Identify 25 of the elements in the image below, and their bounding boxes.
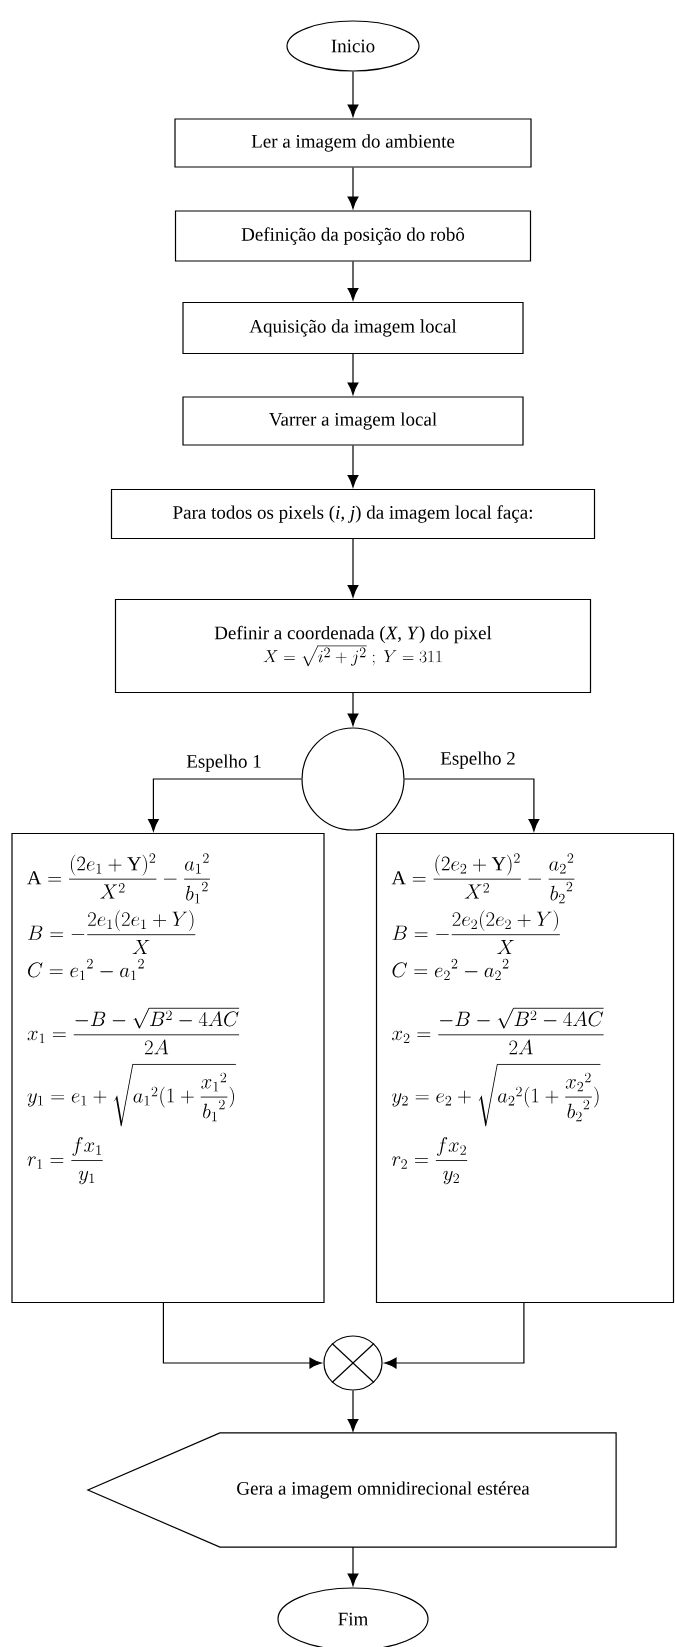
process-box: Aquisição da imagem local [182,301,524,355]
arrow [404,778,540,832]
arrow [347,692,359,726]
arrow [347,1546,359,1586]
arrow [347,261,359,301]
arrow [162,1302,322,1369]
arrow [347,353,359,395]
connector-circle [301,727,405,831]
formula-box: $\mathrm{A} = \frac{(2e_{1} + \mathrm{Y})^{2}}{X^{2}} - \frac{{a_{1}}^{2}}{{b_{1}}^{2}}$ $B = -\frac{2e_{1}(2e_{1} + Y)}{X}$ $C = {e_{1}}^{2} - {a_{1}}^{2}$ $x_{1} = \frac{-B - \sqrt{B^{2} - 4AC}}{2A}$ $y_{1} = e_{1} + \sqrt{{a_{1}}^{2}(1 + \frac{{x_{1}}^{2}}{{b_{1}}^{2}})}$ $r_{1} = \frac{fx_{1}}{y_{1}}$ [11,832,325,1304]
summing-junction [323,1335,383,1391]
arrow [147,778,302,832]
process-box: Definição da posição do robô [174,210,532,262]
process-box: Varrer a imagem local [182,396,524,446]
arrow [347,167,359,209]
process-box: Para todos os pixels (i, j) da imagem local faça: [110,488,596,540]
edge-label: Espelho 2 [439,750,517,770]
arrow [347,71,359,117]
process-box: Ler a imagem do ambiente [174,118,532,168]
formula-box: $\mathrm{A} = \frac{(2e_{2} + \mathrm{Y})^{2}}{X^{2}} - \frac{{a_{2}}^{2}}{{b_{2}}^{2}}$ $B = -\frac{2e_{2}(2e_{2} + Y)}{X}$ $C = {e_{2}}^{2} - {a_{2}}^{2}$ $x_{2} = \frac{-B - \sqrt{B^{2} - 4AC}}{2A}$ $y_{2} = e_{2} + \sqrt{{a_{2}}^{2}(1 + \frac{{x_{2}}^{2}}{{b_{2}}^{2}})}$ $r_{2} = \frac{fx_{2}}{y_{2}}$ [375,832,675,1304]
process-box: Definir a coordenada (X, Y) do pixel $X = \sqrt{i^{2} + j^{2}}\;;\; Y = 311$ [114,598,592,694]
arrow [347,538,359,598]
arrow [347,445,359,488]
arrow [347,1390,359,1432]
arrow [384,1302,525,1369]
edge-label: Espelho 1 [185,753,263,773]
